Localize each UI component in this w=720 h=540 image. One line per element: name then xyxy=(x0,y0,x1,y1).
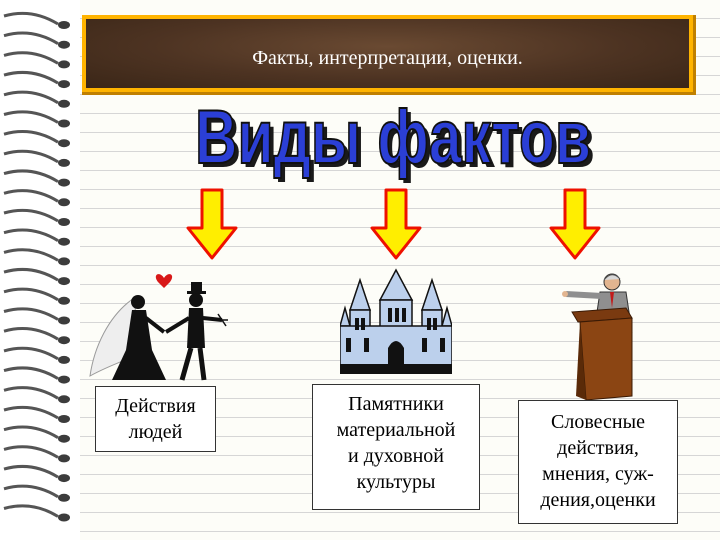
category-2-line-1: Памятники xyxy=(348,393,444,415)
spiral-coil xyxy=(3,208,59,223)
category-3-line-3: мнения, суж- xyxy=(542,463,654,485)
spiral-coil xyxy=(3,405,59,420)
binding-hole xyxy=(58,178,70,187)
binding-hole xyxy=(58,395,70,404)
header-title: Факты, интерпретации, оценки. xyxy=(252,47,523,69)
binding-hole xyxy=(58,513,70,522)
category-box-monuments: Памятники материальной и духовной культу… xyxy=(312,384,480,510)
main-title-shadow: Виды фактов xyxy=(199,103,595,184)
binding-hole xyxy=(58,21,70,29)
spiral-coil xyxy=(3,248,59,262)
spiral-coil xyxy=(3,169,59,183)
spiral-coil xyxy=(3,327,59,341)
spiral-coil xyxy=(3,366,59,380)
binding-hole xyxy=(58,277,70,286)
down-arrow-icon-1 xyxy=(186,188,238,260)
spiral-coil xyxy=(3,464,59,479)
category-2-line-2: материальной xyxy=(336,419,456,441)
binding-hole xyxy=(58,355,70,364)
category-box-verbal: Словесные действия, мнения, суж- дения,о… xyxy=(518,400,678,524)
binding-hole xyxy=(58,375,70,384)
spiral-coil xyxy=(3,31,59,45)
binding-hole xyxy=(58,316,70,325)
category-1-line-2: людей xyxy=(128,421,183,443)
spiral-coil xyxy=(3,346,59,361)
spiral-coil xyxy=(3,267,59,282)
spiral-coil xyxy=(3,445,59,459)
binding-hole xyxy=(58,454,70,463)
spiral-coil xyxy=(3,386,59,400)
down-arrow-icon-2 xyxy=(370,188,422,260)
binding-hole xyxy=(58,198,70,207)
binding-hole xyxy=(58,158,70,167)
spiral-coil xyxy=(3,130,59,144)
binding-hole xyxy=(58,60,70,69)
spiral-coil xyxy=(3,90,59,105)
spiral-coil xyxy=(3,189,59,203)
spiral-coil xyxy=(3,307,59,321)
category-1-line-1: Действия xyxy=(115,395,196,417)
spiral-coil xyxy=(3,70,59,85)
binding-hole xyxy=(58,237,70,246)
binding-hole xyxy=(58,415,70,423)
binding-hole xyxy=(58,434,70,443)
binding-hole xyxy=(58,40,70,49)
binding-hole xyxy=(58,336,70,345)
speaker-podium-icon xyxy=(562,273,633,401)
header-banner: Факты, интерпретации, оценки. xyxy=(82,15,696,95)
category-3-line-2: действия, xyxy=(557,437,639,459)
spiral-coil xyxy=(3,110,59,124)
category-2-line-3: и духовной xyxy=(348,445,444,467)
category-3-line-1: Словесные xyxy=(551,411,645,433)
binding-hole xyxy=(58,257,70,266)
down-arrow-icon-3 xyxy=(549,188,601,260)
binding-hole xyxy=(58,80,70,89)
category-2-line-4: культуры xyxy=(356,471,436,493)
binding-hole xyxy=(58,218,70,226)
main-title: Виды фактов Виды фактов xyxy=(194,103,595,184)
spiral-coil xyxy=(3,504,59,518)
category-3-line-4: дения,оценки xyxy=(540,489,656,511)
main-title-text: Виды фактов xyxy=(195,103,591,180)
spiral-coil xyxy=(3,228,59,242)
spiral-coil xyxy=(3,51,59,65)
binding-hole xyxy=(58,474,70,483)
binding-hole xyxy=(58,493,70,502)
category-box-actions: Действия людей xyxy=(95,386,216,452)
binding-hole xyxy=(58,119,70,128)
cathedral-icon xyxy=(340,268,452,374)
spiral-coil xyxy=(3,484,59,499)
spiral-binding xyxy=(0,0,80,540)
spiral-coil xyxy=(3,149,59,164)
wedding-couple-icon xyxy=(89,274,228,381)
binding-hole xyxy=(58,139,70,148)
spiral-coil xyxy=(3,11,59,26)
binding-hole xyxy=(58,99,70,108)
binding-hole xyxy=(58,296,70,305)
spiral-coil xyxy=(3,287,59,302)
spiral-coil xyxy=(3,425,59,439)
